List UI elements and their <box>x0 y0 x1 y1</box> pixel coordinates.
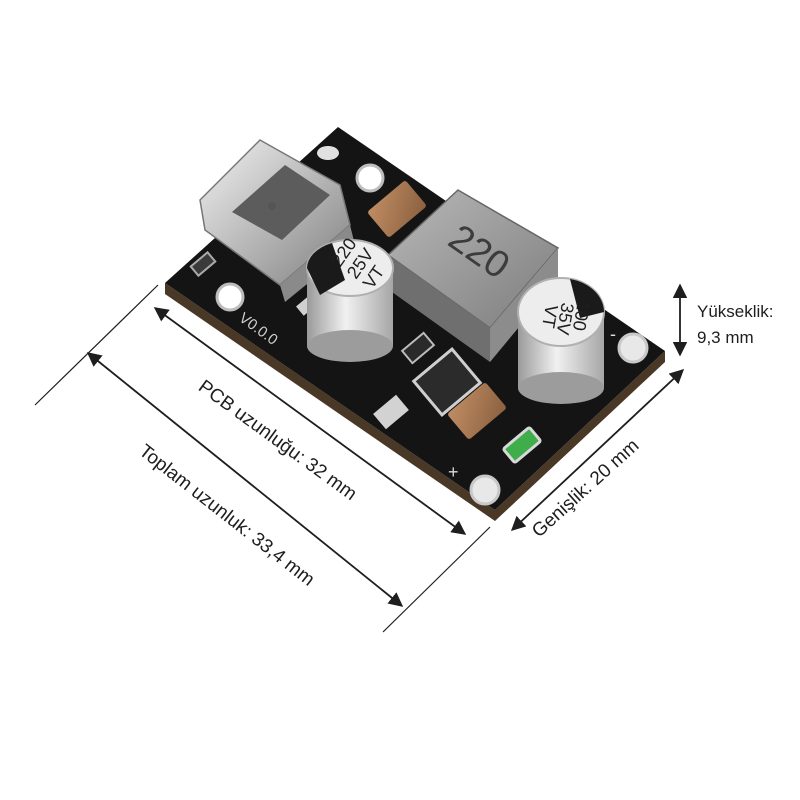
height-label-value: 9,3 mm <box>697 328 754 347</box>
cap-right-line3: VT <box>538 303 562 329</box>
mounting-holes <box>215 146 649 506</box>
total-length-extension-left <box>34 284 159 406</box>
minus-mark: - <box>610 324 616 344</box>
smd-capacitor-top <box>368 181 426 237</box>
total-length-extension-right <box>382 526 491 633</box>
width-arrow <box>510 369 685 531</box>
capacitor-right <box>517 277 605 404</box>
total-length-arrow <box>86 352 404 607</box>
height-label-title: Yükseklik: <box>697 302 774 321</box>
plus-mark: + <box>448 462 459 482</box>
